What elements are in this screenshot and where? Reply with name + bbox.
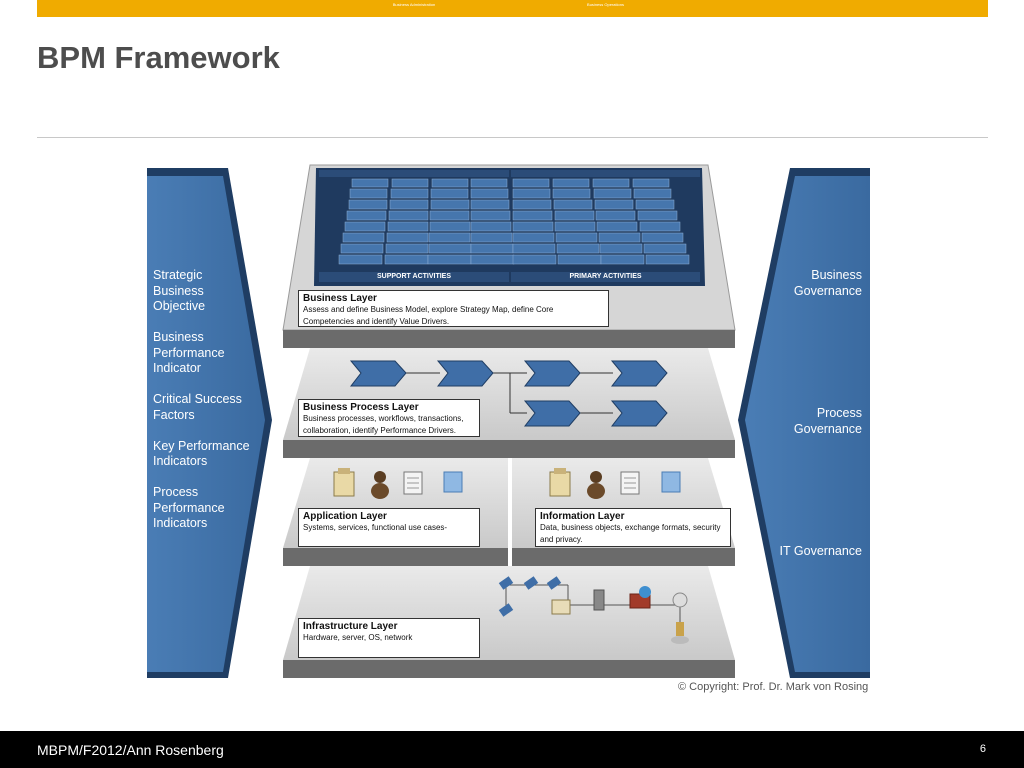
application-layer-callout: Application Layer Systems, services, fun… (298, 508, 480, 547)
process-flow (405, 372, 613, 414)
title-divider (37, 137, 988, 138)
footer-bar: MBPM/F2012/Ann Rosenberg 6 (0, 731, 1024, 768)
right-governance-arrow (738, 168, 870, 678)
information-layer-text: Data, business objects, exchange formats… (540, 523, 721, 544)
business-layer-title: Business Layer (303, 293, 377, 304)
process-layer-text: Business processes, workflows, transacti… (303, 414, 464, 435)
business-layer-callout: Business Layer Assess and define Busines… (298, 290, 609, 327)
left-kpi-arrow (147, 168, 272, 678)
kpi-item: Critical Success Factors (153, 392, 242, 422)
grid-footer-primary: PRIMARY ACTIVITIES (569, 273, 642, 280)
application-layer-text: Systems, services, functional use cases- (303, 523, 448, 532)
business-layer-text: Assess and define Business Model, explor… (303, 305, 554, 326)
application-icons (333, 468, 463, 499)
process-chevrons (349, 360, 668, 427)
kpi-item: Business Performance Indicator (153, 330, 225, 375)
application-layer-title: Application Layer (303, 511, 387, 522)
copyright-text: © Copyright: Prof. Dr. Mark von Rosing (678, 681, 869, 693)
process-layer-title: Business Process Layer (303, 402, 419, 413)
kpi-item: Process Performance Indicators (153, 485, 225, 530)
grid-header-admin: Business Administration (392, 2, 436, 7)
infrastructure-layer-text: Hardware, server, OS, network (303, 633, 413, 642)
kpi-list: Strategic Business Objective Business Pe… (153, 268, 253, 547)
process-layer-callout: Business Process Layer Business processe… (298, 399, 480, 437)
kpi-item: Strategic Business Objective (153, 268, 206, 313)
process-governance-label: Process Governance (793, 406, 862, 436)
information-layer-title: Information Layer (540, 511, 625, 522)
grid-header-operations: Business Operations (587, 2, 624, 7)
infrastructure-layer-callout: Infrastructure Layer Hardware, server, O… (298, 618, 480, 658)
information-layer-callout: Information Layer Data, business objects… (535, 508, 731, 547)
page-title: BPM Framework (37, 40, 280, 75)
page-number: 6 (979, 743, 986, 755)
footer-author: MBPM/F2012/Ann Rosenberg (37, 742, 224, 758)
network-icons (498, 576, 689, 644)
grid-footer-support: SUPPORT ACTIVITIES (376, 273, 452, 280)
infrastructure-layer-title: Infrastructure Layer (303, 621, 398, 632)
it-governance-label: IT Governance (779, 544, 862, 558)
top-accent-bar (37, 0, 988, 17)
information-icons (549, 468, 681, 499)
kpi-item: Key Performance Indicators (153, 438, 250, 469)
value-chain-grid (314, 168, 705, 286)
business-governance-label: Business Governance (793, 268, 862, 298)
